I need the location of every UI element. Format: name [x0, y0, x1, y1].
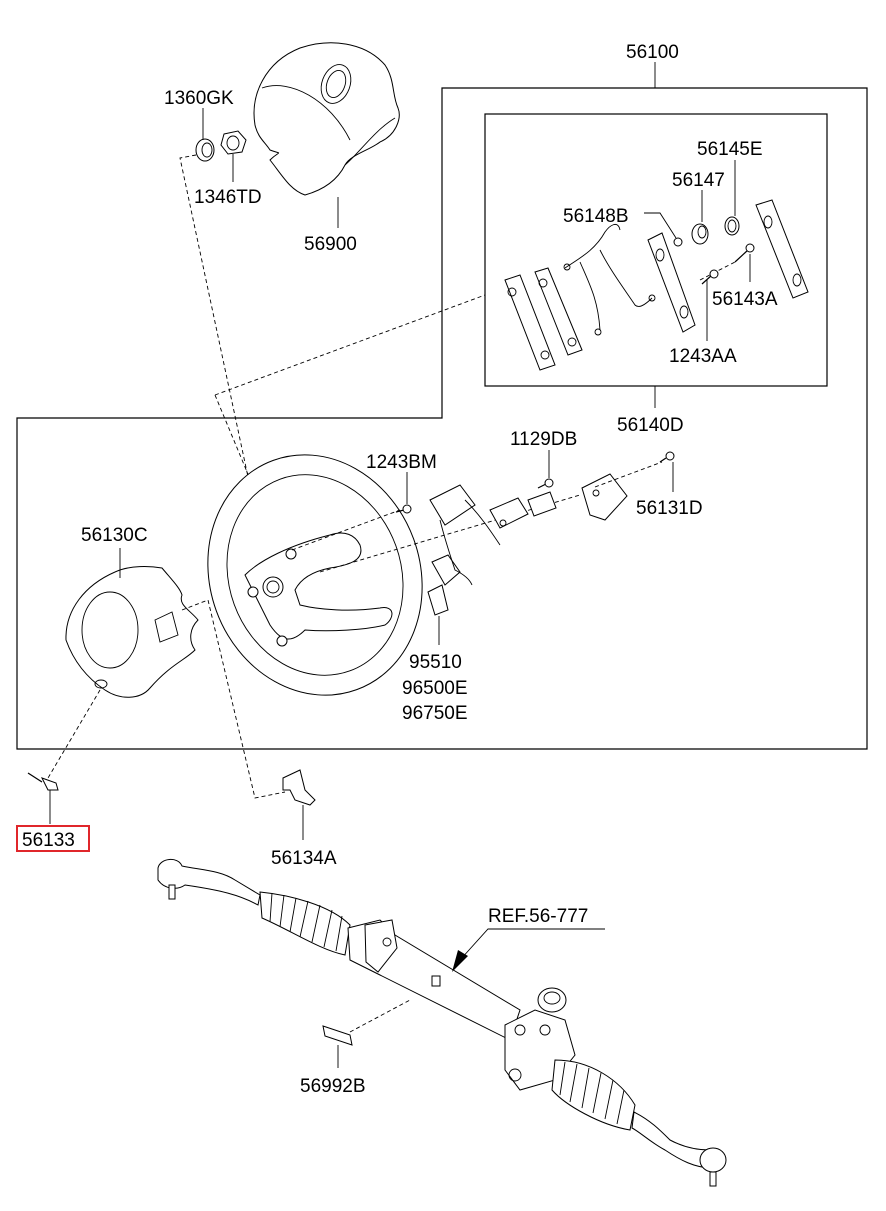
wiring-harness[interactable] — [563, 223, 656, 336]
remote-switch-left[interactable] — [504, 274, 556, 371]
label-56131D: 56131D — [636, 498, 703, 519]
steering-wheel[interactable] — [175, 424, 456, 725]
clip-56148B[interactable] — [673, 237, 683, 247]
label-56134A: 56134A — [271, 848, 337, 869]
screw-56143A[interactable] — [734, 243, 755, 263]
ring-56145E[interactable] — [724, 216, 740, 236]
steering-gear-rack[interactable] — [157, 859, 727, 1187]
label-1360GK: 1360GK — [164, 88, 234, 109]
switch-bracket-center[interactable] — [647, 232, 696, 333]
label-96500E: 96500E — [402, 678, 468, 699]
label-ref-56-777[interactable]: REF.56-777 — [488, 906, 588, 927]
group-box-56100 — [16, 87, 868, 750]
label-96750E: 96750E — [402, 703, 468, 724]
screw-56131D[interactable] — [659, 451, 675, 463]
bracket-56134A[interactable] — [282, 769, 316, 806]
remote-switch-left-2[interactable] — [534, 267, 583, 356]
group-box-56140D — [484, 113, 828, 387]
clock-spring-module[interactable] — [427, 484, 501, 616]
label-56145E: 56145E — [697, 139, 763, 160]
label-56140D: 56140D — [617, 415, 684, 436]
label-56900: 56900 — [304, 234, 357, 255]
horn-switch-56131D[interactable] — [581, 473, 628, 521]
screw-1243AA[interactable] — [701, 269, 719, 285]
ref-arrow-icon — [452, 950, 468, 972]
switch-bracket-right[interactable] — [755, 199, 809, 299]
screw-1129DB[interactable] — [537, 478, 554, 489]
label-56148B: 56148B — [563, 206, 629, 227]
label-1129DB: 1129DB — [510, 429, 577, 450]
screw-1243BM[interactable] — [395, 504, 412, 514]
label-1243AA: 1243AA — [669, 346, 737, 367]
label-tag-56992B[interactable] — [322, 1025, 353, 1046]
switch-knob-56147[interactable] — [691, 223, 709, 245]
washer-1360GK[interactable] — [195, 138, 215, 162]
label-95510: 95510 — [409, 652, 462, 673]
label-56992B: 56992B — [300, 1076, 366, 1097]
label-1346TD: 1346TD — [194, 187, 262, 208]
connector-assembly[interactable] — [489, 491, 557, 529]
label-56143A: 56143A — [712, 289, 778, 310]
nut-1346TD[interactable] — [220, 130, 247, 155]
hyundai-logo-icon — [320, 64, 352, 104]
label-1243BM: 1243BM — [366, 452, 437, 473]
label-56100: 56100 — [626, 42, 679, 63]
cover-56130C[interactable] — [65, 566, 199, 698]
label-56147: 56147 — [672, 170, 725, 191]
clip-56133[interactable] — [27, 772, 59, 791]
label-56133[interactable]: 56133 — [22, 830, 75, 851]
airbag-module-56900[interactable] — [253, 42, 400, 196]
label-56130C: 56130C — [81, 525, 148, 546]
highlight-box-56133 — [16, 825, 90, 852]
